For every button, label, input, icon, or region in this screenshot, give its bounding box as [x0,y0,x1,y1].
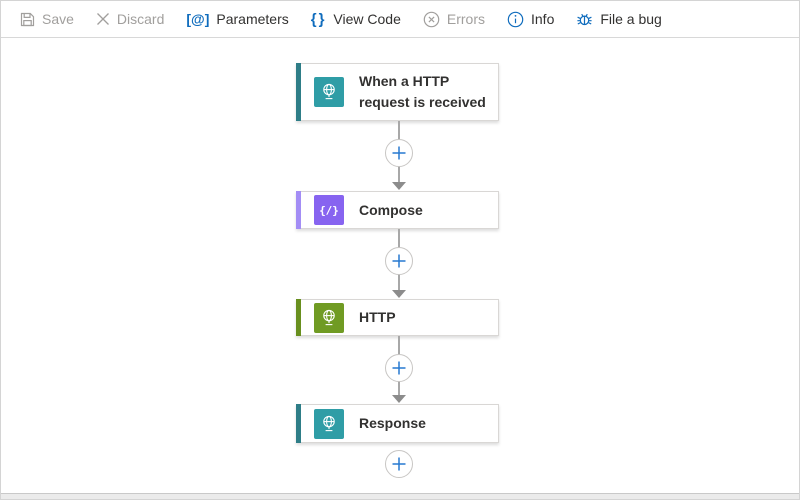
plus-icon [392,361,406,375]
compose-icon: {/} [314,195,344,225]
braces-glyph: {/} [319,203,339,217]
accent-bar [296,63,301,121]
connector-arrow-icon [392,290,406,298]
action-node-http[interactable]: HTTP [296,299,499,336]
http-request-trigger-icon [314,77,344,107]
plus-icon [392,146,406,160]
discard-icon [96,12,110,26]
action-node-compose[interactable]: {/} Compose [296,191,499,229]
node-title: Compose [359,201,423,218]
insert-step-button[interactable] [385,354,413,382]
errors-button[interactable]: Errors [412,1,496,37]
view-code-icon: {} [310,10,327,28]
errors-label: Errors [446,11,485,27]
info-icon [507,11,524,28]
save-label: Save [42,11,74,27]
discard-label: Discard [116,11,165,27]
response-icon [314,408,344,439]
info-label: Info [531,11,555,27]
plus-icon [392,457,406,471]
window-bottom-edge [1,493,799,499]
insert-step-button[interactable] [385,247,413,275]
info-button[interactable]: Info [496,1,565,37]
bug-icon [576,11,593,28]
file-a-bug-label: File a bug [600,11,662,27]
save-icon [20,12,35,27]
http-icon [314,302,344,333]
accent-bar [296,299,301,336]
designer-toolbar: Save Discard [@] Parameters {} View Code [1,1,799,38]
save-button[interactable]: Save [9,1,85,37]
discard-button[interactable]: Discard [85,1,175,37]
accent-bar [296,404,301,443]
errors-icon [423,11,440,28]
node-title: HTTP [359,309,396,325]
parameters-icon: [@] [186,11,210,27]
file-a-bug-button[interactable]: File a bug [565,1,672,37]
trigger-node-when-http-request-received[interactable]: When a HTTP request is received [296,63,499,121]
accent-bar [296,191,301,229]
view-code-button[interactable]: {} View Code [300,1,412,37]
parameters-button[interactable]: [@] Parameters [175,1,299,37]
connector-arrow-icon [392,395,406,403]
insert-step-button[interactable] [385,450,413,478]
plus-icon [392,254,406,268]
designer-canvas[interactable]: When a HTTP request is received {/} Comp… [1,39,799,493]
parameters-label: Parameters [216,11,289,27]
view-code-label: View Code [333,11,401,27]
action-node-response[interactable]: Response [296,404,499,443]
node-title: When a HTTP request is received [359,73,486,110]
connector-arrow-icon [392,182,406,190]
insert-step-button[interactable] [385,139,413,167]
node-title: Response [359,415,426,431]
